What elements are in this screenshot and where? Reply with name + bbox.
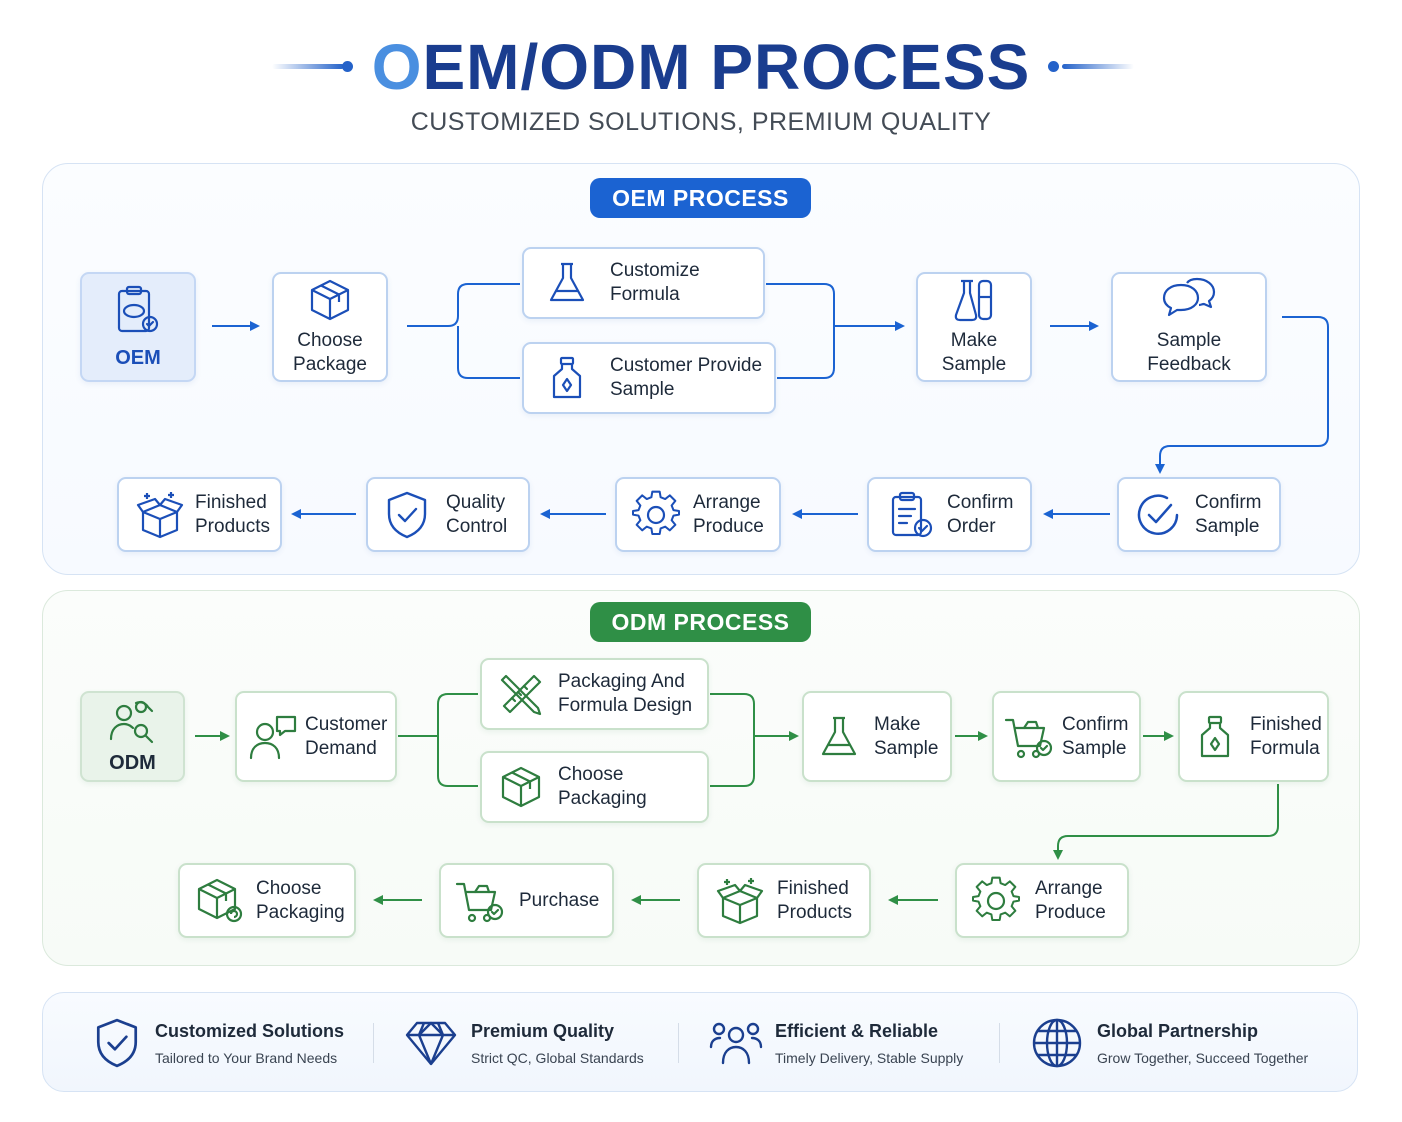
odm-step-packaging-formula-design: Packaging And Formula Design (480, 658, 709, 730)
bottle-icon (1200, 715, 1230, 757)
globe-icon (1032, 1018, 1082, 1068)
people-search-icon (109, 700, 153, 743)
cart-check-icon (1004, 718, 1053, 758)
oem-step-customer-provide-sample: Customer Provide Sample (522, 342, 776, 414)
feature-title: Global Partnership (1097, 1020, 1259, 1041)
oem-step-start: OEM (80, 272, 196, 382)
open-box-sparkle-icon (716, 877, 764, 924)
box-refresh-icon (197, 878, 243, 922)
page-subtitle: CUSTOMIZED SOLUTIONS, PREMIUM QUALITY (410, 108, 992, 136)
oem-step-make-sample: Make Sample (916, 272, 1032, 382)
odm-step-label: Purchase (519, 889, 600, 911)
odm-step-customer-demand: Customer Demand (235, 691, 397, 782)
header-dot-right (1048, 61, 1059, 72)
team-icon (709, 1022, 763, 1065)
flask-icon (821, 716, 857, 755)
feature-divider (373, 1023, 374, 1063)
header-dot-left (342, 61, 353, 72)
odm-step-label: Finished Products (777, 877, 852, 923)
odm-step-label: Arrange Produce (1035, 877, 1106, 923)
cart-check-icon (455, 882, 504, 922)
oem-step-label: Make Sample (941, 330, 1007, 375)
odm-step-choose-packaging: Choose Packaging (178, 863, 356, 938)
gear-icon (631, 490, 681, 535)
feature-title: Efficient & Reliable (775, 1020, 939, 1041)
oem-step-confirm-sample: Confirm Sample (1117, 477, 1281, 552)
odm-step-label: Choose Packaging (558, 764, 647, 809)
feature-divider (678, 1023, 679, 1063)
title-part2: EM/ODM PROCESS (422, 31, 1031, 103)
odm-step-start: ODM (80, 691, 185, 782)
header-deco-left (272, 64, 344, 69)
odm-step-finished-formula: Finished Formula (1178, 691, 1329, 782)
oem-step-label: Arrange Produce (693, 491, 764, 537)
clipboard-check-icon (891, 491, 933, 537)
feature-title: Premium Quality (471, 1020, 615, 1041)
bottle-icon (552, 356, 582, 399)
odm-step-label: Make Sample (874, 713, 939, 759)
odm-step-label: Finished Formula (1250, 713, 1322, 759)
feature-subtitle: Grow Together, Succeed Together (1097, 1049, 1309, 1066)
feature-title: Customized Solutions (155, 1020, 344, 1041)
odm-step-label: Customer Demand (305, 713, 388, 759)
oem-step-label: Choose Package (293, 330, 367, 375)
oem-step-finished-products: Finished Products (117, 477, 282, 552)
oem-step-label: Quality Control (446, 491, 508, 537)
diamond-icon (405, 1021, 457, 1066)
page-title: OEM/ODM PROCESS (0, 30, 1402, 104)
box-icon (501, 766, 541, 808)
odm-process-pill: ODM PROCESS (590, 602, 811, 642)
odm-step-finished-products: Finished Products (697, 863, 871, 938)
oem-step-label: Customer Provide Sample (610, 355, 763, 400)
feature-subtitle: Tailored to Your Brand Needs (155, 1049, 338, 1066)
oem-step-label: Customize Formula (610, 260, 700, 305)
oem-step-sample-feedback: Sample Feedback (1111, 272, 1267, 382)
feature-divider (999, 1023, 1000, 1063)
odm-step-label: Packaging And Formula Design (558, 671, 693, 716)
oem-step-customize-formula: Customize Formula (522, 247, 765, 319)
oem-step-label: Confirm Sample (1195, 491, 1262, 537)
oem-step-label: Confirm Order (947, 491, 1014, 537)
oem-step-quality-control: Quality Control (366, 477, 530, 552)
oem-step-label: OEM (115, 347, 161, 369)
gear-icon (971, 876, 1021, 921)
test-tubes-icon (954, 279, 993, 322)
box-icon (310, 279, 350, 321)
oem-clipboard-icon (117, 285, 159, 333)
odm-step-purchase: Purchase (439, 863, 614, 938)
odm-step-make-sample: Make Sample (802, 691, 952, 782)
feature-subtitle: Strict QC, Global Standards (471, 1049, 644, 1066)
oem-step-label: Sample Feedback (1147, 330, 1231, 375)
oem-process-pill: OEM PROCESS (590, 178, 811, 218)
oem-step-label: Finished Products (195, 491, 270, 537)
oem-step-arrange-produce: Arrange Produce (615, 477, 781, 552)
odm-step-label: Choose Packaging (256, 877, 345, 923)
odm-step-label: Confirm Sample (1062, 713, 1129, 759)
odm-step-arrange-produce: Arrange Produce (955, 863, 1129, 938)
chat-bubbles-icon (1162, 277, 1216, 317)
oem-step-choose-package: Choose Package (272, 272, 388, 382)
open-box-sparkle-icon (136, 491, 184, 538)
header-deco-right (1062, 64, 1134, 69)
pencil-ruler-icon (500, 674, 542, 716)
odm-step-confirm-sample: Confirm Sample (992, 691, 1141, 782)
title-part1: O (371, 31, 423, 103)
person-speech-icon (249, 715, 297, 759)
check-circle-icon (1137, 494, 1179, 535)
shield-check-icon (96, 1018, 138, 1068)
oem-step-confirm-order: Confirm Order (867, 477, 1032, 552)
flask-icon (549, 262, 585, 302)
shield-check-icon (387, 491, 427, 538)
odm-step-choose-packaging-branch: Choose Packaging (480, 751, 709, 823)
feature-subtitle: Timely Delivery, Stable Supply (775, 1049, 964, 1066)
odm-step-label: ODM (109, 751, 156, 774)
